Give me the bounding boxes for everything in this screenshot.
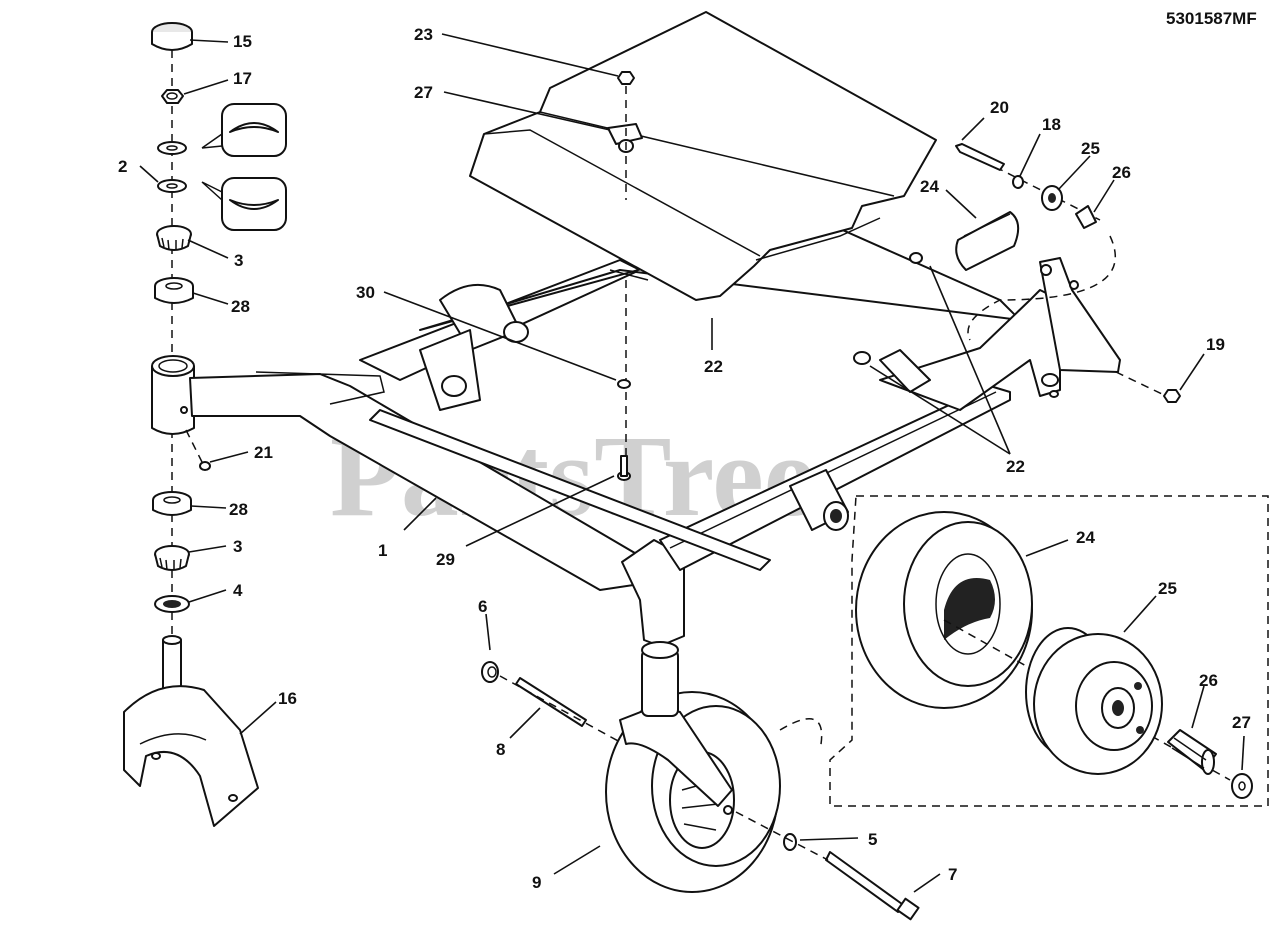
bolt-icon[interactable] [955,143,1005,171]
callout-25: 25 [1158,579,1177,598]
flat-washer-icon[interactable] [783,833,797,851]
caster-wheel-icon[interactable] [605,641,781,893]
callout-28-bottom: 28 [229,500,248,519]
callout-19: 24 [920,177,939,196]
spacer-tube-icon[interactable] [515,677,587,727]
nut-icon[interactable] [1163,389,1181,403]
callout-23: 27 [414,83,433,102]
tapered-bearing-icon[interactable] [154,545,190,571]
callout-27: 27 [1232,713,1251,732]
callout-3-top: 3 [234,251,243,270]
callout-20: 25 [1081,139,1100,158]
deck-plate-icon[interactable] [469,11,937,301]
callout-11: 16 [278,689,297,708]
rim-icon[interactable] [1025,627,1163,775]
bearing-race-icon[interactable] [154,595,190,613]
caster-tube-icon [151,355,195,435]
seal-icon[interactable] [154,277,194,304]
caster-fork-icon[interactable] [123,635,259,827]
locknut-icon[interactable] [481,661,499,683]
callout-1: 1 [378,541,387,560]
callout-21: 26 [1112,163,1131,182]
callout-14: 19 [1206,335,1225,354]
callout-8: 8 [496,740,505,759]
washer-icon[interactable] [617,379,631,389]
washer-icon[interactable] [1231,773,1253,799]
callout-30: 30 [356,283,375,302]
washer-icon[interactable] [1012,175,1024,189]
callout-24: 24 [1076,528,1095,547]
callout-4: 4 [233,581,243,600]
callout-13: 18 [1042,115,1061,134]
hex-nut-icon[interactable] [161,89,184,104]
axle-bolt-icon[interactable] [825,851,920,921]
callout-26: 26 [1199,671,1218,690]
document-number: 5301587MF [1166,9,1257,28]
washer-detail-bubble [201,103,287,231]
callout-16: 21 [254,443,273,462]
callout-10: 15 [233,32,252,51]
bearing-sleeve-icon[interactable] [1167,729,1217,775]
carriage-bolt-icon[interactable] [617,455,631,481]
seal-icon[interactable] [152,491,192,516]
callout-2: 2 [118,157,127,176]
callout-22: 22 [1006,457,1025,476]
callout-12: 17 [233,69,252,88]
bumper-icon[interactable] [909,252,923,264]
callout-28-top: 28 [231,297,250,316]
tire-icon[interactable] [855,511,1033,709]
callout-18: 23 [414,25,433,44]
caster-stack [123,22,287,827]
grease-fitting-icon[interactable] [185,429,211,471]
callout-6: 6 [478,597,487,616]
tapered-bearing-icon[interactable] [156,225,192,251]
callout-29: 29 [436,550,455,569]
knob-icon[interactable] [955,211,1020,271]
callout-labels: 15 17 2 3 28 21 28 3 4 16 23 27 30 22 1 … [118,25,1251,892]
callout-3-bottom: 3 [233,537,242,556]
bushing-icon[interactable] [1041,185,1063,211]
callout-15: 20 [990,98,1009,117]
dust-cap-icon[interactable] [151,22,193,51]
callout-17: 22 [704,357,723,376]
callout-9: 9 [532,873,541,892]
leader-lines [139,33,1245,893]
spring-washer-icon[interactable] [157,141,187,193]
nut-icon[interactable] [1075,205,1097,229]
callout-7: 7 [948,865,957,884]
nut-icon[interactable] [617,71,635,85]
callout-5: 5 [868,830,877,849]
